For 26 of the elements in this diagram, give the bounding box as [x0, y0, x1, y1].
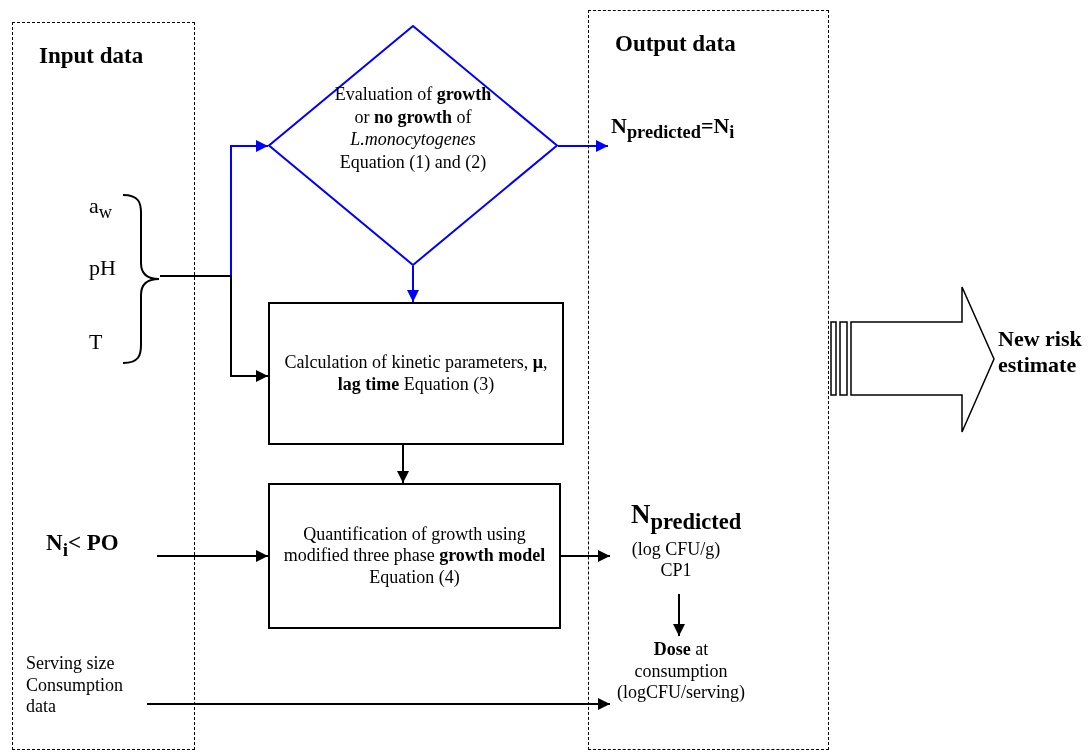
input-label: N$_{i}$< PO: [46, 529, 158, 563]
process-box: Calculation of kinetic parameters, μ, lag time Equation (3): [268, 302, 564, 445]
panel-title: Output data: [615, 31, 736, 58]
result-label: New risk estimate: [998, 326, 1091, 386]
process-box: Quantification of growth using modified three phase growth model Equation (4): [268, 483, 561, 629]
arrow: [156, 550, 269, 562]
block-arrow: [830, 286, 995, 433]
arrow: [407, 265, 419, 303]
arrow: [557, 140, 609, 152]
decision-text: Evaluation of growth or no growth of L.monocytogenes Equation (1) and (2): [333, 83, 493, 173]
output-unit: (log CFU/g) CP1: [630, 539, 722, 581]
arrow: [159, 275, 269, 382]
input-panel: [12, 22, 195, 750]
arrow: [560, 550, 611, 562]
variable-label: a$_{w}$: [89, 193, 112, 224]
variable-label: T: [89, 329, 103, 355]
output-panel: [588, 10, 829, 750]
output-label: Dose at consumption (logCFU/serving): [611, 639, 751, 719]
input-label: Serving size Consumption data: [26, 653, 148, 723]
arrow: [397, 444, 409, 484]
variable-label: pH: [89, 255, 116, 281]
panel-title: Input data: [39, 43, 144, 70]
arrow: [146, 698, 611, 710]
arrow: [673, 593, 685, 637]
output-label: N$_{predicted}$: [631, 499, 742, 536]
output-label: N$_{predicted}$=N$_{i}$: [611, 113, 811, 153]
